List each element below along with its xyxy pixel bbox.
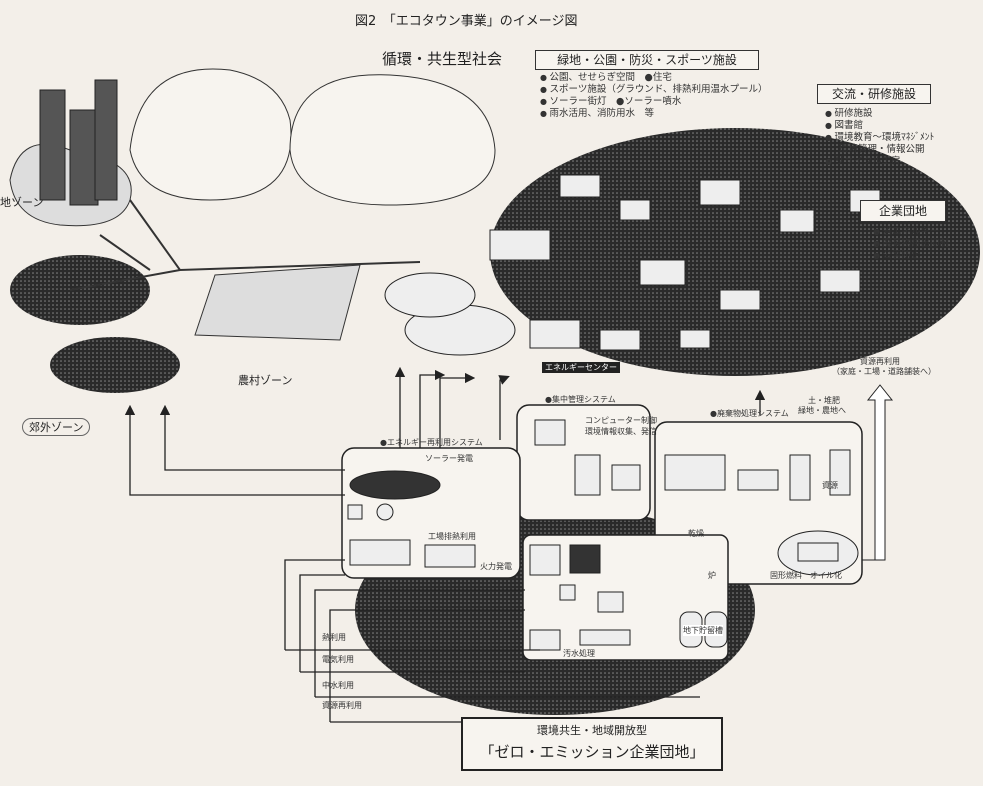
soil-label: 土・堆肥: [808, 396, 840, 405]
wastewater-label: 汚水処理: [563, 649, 595, 658]
green-panel-heading: 緑地・公園・防災・スポーツ施設: [535, 50, 759, 70]
list-item: ソーラー街灯 ●ソーラー噴水: [540, 96, 767, 108]
town-buildings: [384, 174, 881, 356]
dry-label: 乾燥: [688, 529, 704, 538]
flow-electricity: 電気利用: [322, 655, 354, 664]
resource-reuse-label: 資源再利用: [860, 357, 900, 366]
kiln-label: 炉: [708, 571, 716, 580]
solid-fuel-label: 固形燃料: [770, 571, 802, 580]
central-note-2: 環境情報収集、発信: [585, 427, 657, 436]
soil-destination-label: 緑地・農地へ: [798, 406, 846, 415]
list-item-continuation: 環境管理・情報公開: [839, 144, 925, 155]
waste-system-title: ●廃棄物処理システム: [710, 409, 789, 418]
footer-line-1: 環境共生・地域開放型: [537, 724, 647, 737]
exchange-panel-heading: 交流・研修施設: [817, 84, 931, 104]
energy-system-title: ●エネルギー再利用システム: [380, 438, 483, 447]
residential-cluster-1: [10, 255, 150, 325]
subtitle: 循環・共生型社会: [382, 50, 503, 68]
list-item: 雨水活用、消防用水 等: [540, 108, 767, 120]
enterprise-panel-list: 省エネルギー 廃棄物排出抑制 公害防止: [873, 226, 950, 262]
list-item: 公園、せせらぎ空間 ●住宅: [540, 72, 767, 84]
community-bubble: [129, 68, 292, 201]
green-panel-list: 公園、せせらぎ空間 ●住宅 スポーツ施設（グラウンド、排熱利用温水プール） ソー…: [540, 72, 768, 120]
flow-heat: 熱利用: [322, 633, 346, 642]
residential-cluster-2: [50, 337, 180, 393]
footer-box: [461, 717, 723, 771]
flow-gray-water: 中水利用: [322, 681, 354, 690]
city-zone-label: 地ゾーン: [0, 196, 44, 209]
oil-label: オイル化: [810, 571, 842, 580]
resource-reuse-arrow: [866, 384, 894, 561]
list-item: 廃棄物排出抑制: [873, 238, 950, 250]
footer-line-2: 「ゼロ・エミッション企業団地」: [479, 743, 705, 761]
suburb-zone-label: 郊外ゾーン: [22, 418, 91, 436]
underground-tank-label: 地下貯留槽: [683, 625, 723, 636]
figure-title: 図2 「エコタウン事業」のイメージ図: [355, 14, 578, 29]
energy-center-label: エネルギーセンター: [542, 362, 620, 373]
list-item: 研修施設: [825, 108, 934, 120]
list-item: スポーツ施設（グラウンド、排熱利用温水プール）: [540, 84, 768, 96]
exchange-panel-list: 研修施設 図書館 環境教育～環境ﾏﾈｼﾞﾒﾝﾄ 環境管理・情報公開 リサイクル工…: [825, 108, 935, 168]
enterprise-panel-heading: 企業団地: [860, 200, 946, 222]
list-item: 省エネルギー: [873, 226, 949, 238]
list-item: 環境教育～環境ﾏﾈｼﾞﾒﾝﾄ: [825, 132, 935, 144]
factory-heat-label: 工場排熱利用: [428, 532, 476, 541]
resource-label: 資源: [822, 481, 838, 490]
resource-destination-label: （家庭・工場・道路舗装へ）: [832, 367, 936, 376]
farm-bubble: [289, 74, 496, 206]
farmland: [194, 264, 361, 341]
thermal-power-label: 火力発電: [480, 562, 512, 571]
list-item: 図書館: [825, 120, 934, 132]
list-item: リサイクル工房: [825, 156, 934, 168]
rural-zone-label: 農村ゾーン: [238, 374, 293, 387]
central-note-1: コンピューター制御: [585, 416, 657, 425]
flow-resource: 資源再利用: [322, 701, 362, 710]
list-item: 公害防止: [873, 250, 949, 262]
central-system-title: ●集中管理システム: [545, 395, 616, 404]
solar-label: ソーラー発電: [425, 454, 473, 463]
